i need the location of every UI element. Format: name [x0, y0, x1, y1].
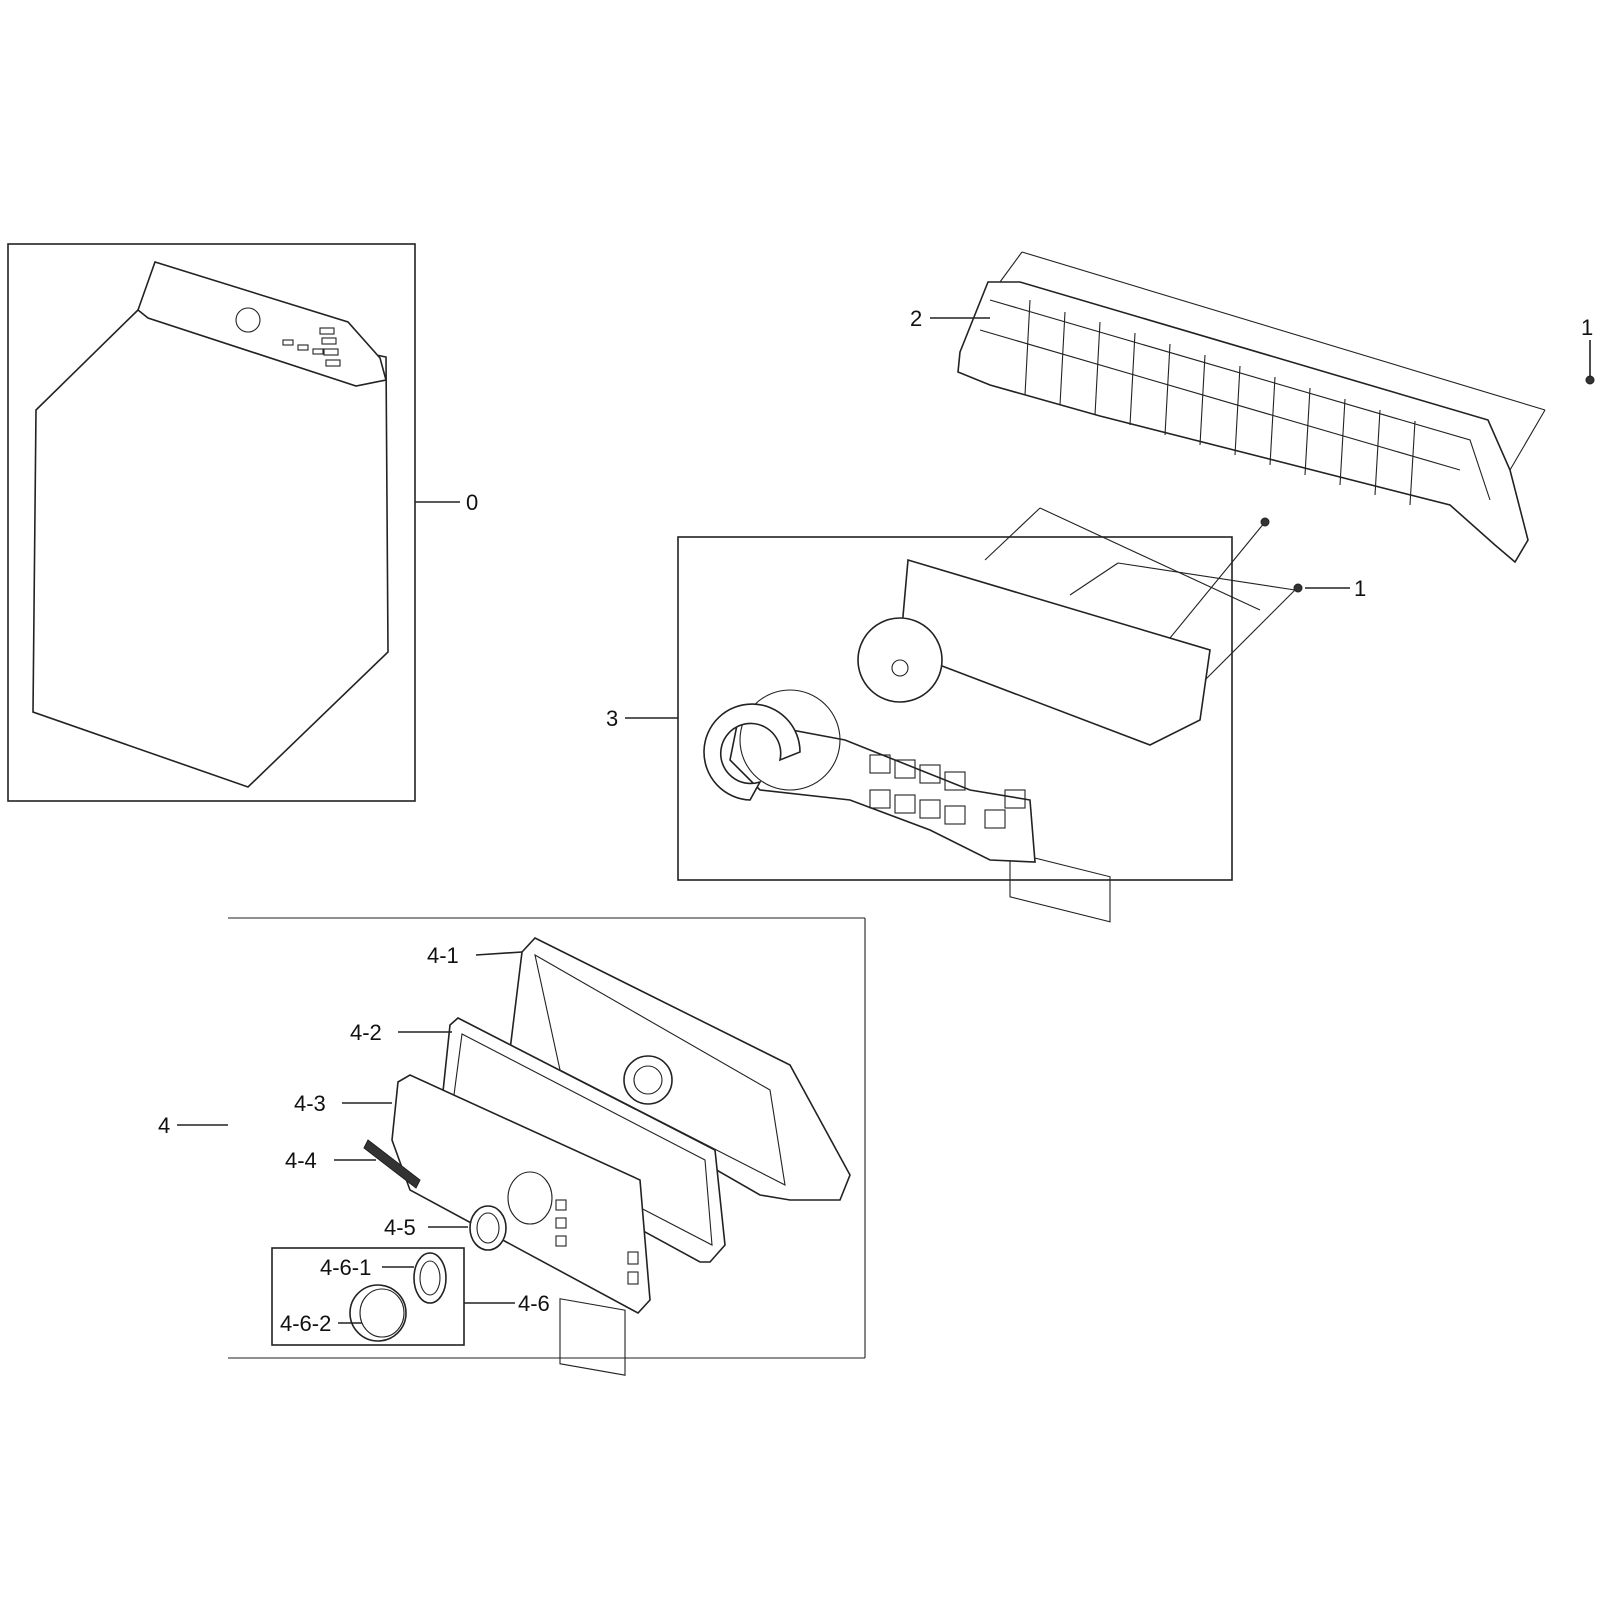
frame-4-6	[271, 1247, 465, 1346]
panel-frame-grid	[1024, 299, 1416, 506]
callout-4: 4	[158, 1113, 170, 1138]
assembly-3-pcb: 1 3	[606, 507, 1366, 923]
screw-guide-c	[1509, 409, 1546, 471]
callout-4-3: 4-3	[294, 1091, 326, 1116]
knob-insert-icon	[413, 1252, 447, 1304]
panel-frame-rail	[989, 299, 1491, 501]
fascia-knob-hole	[507, 1171, 553, 1225]
callout-4-6-1: 4-6-1	[320, 1255, 371, 1280]
leader-4-1	[475, 951, 523, 956]
assembly-4-control-panel: 4 4-1 4	[158, 917, 866, 1376]
pcb-board	[899, 558, 1211, 746]
callout-4-6-2: 4-6-2	[280, 1311, 331, 1336]
pcb-guide-e	[1169, 521, 1266, 639]
cabinet-body	[32, 309, 389, 788]
rear-housing-inner	[534, 953, 786, 1186]
knob-ring-inner	[476, 1212, 500, 1244]
callout-4-4: 4-4	[285, 1148, 317, 1173]
fascia-display	[555, 1199, 639, 1376]
screw-icon-2	[1260, 517, 1270, 527]
pcb-display	[1009, 851, 1111, 923]
rear-knob-icon	[623, 1055, 673, 1105]
callout-1-mid: 1	[1354, 576, 1366, 601]
callout-4-6: 4-6	[518, 1291, 550, 1316]
pcb-guide-a	[984, 507, 1041, 561]
callout-3: 3	[606, 706, 618, 731]
gasket-frame-inner	[451, 1033, 713, 1246]
callout-4-2: 4-2	[350, 1020, 382, 1045]
pcb-guide-b	[1039, 507, 1261, 611]
knob-insert-inner	[419, 1260, 441, 1296]
screw-icon-3	[1293, 583, 1303, 593]
screw-icon	[1585, 375, 1595, 385]
callout-2: 2	[910, 306, 922, 331]
logo-badge-icon	[363, 1139, 421, 1189]
frame-3	[677, 536, 1233, 881]
dial-gear-icon	[703, 703, 801, 801]
screw-guide-a	[1021, 251, 1546, 411]
callout-1-top: 1	[1581, 315, 1593, 340]
pcb-guide-d	[1117, 562, 1296, 591]
control-panel-top	[137, 261, 387, 387]
screw-guide-b	[999, 251, 1023, 283]
panel-frame-outline	[957, 281, 1529, 564]
pcb-guide-f	[1204, 589, 1296, 681]
knob-icon	[235, 307, 261, 333]
frame-0	[7, 243, 416, 802]
knob-cap-inner	[359, 1288, 405, 1338]
pcb-housing	[729, 719, 1036, 863]
panel-buttons	[282, 327, 341, 367]
assembly-2-panel-frame: 1 2	[910, 251, 1595, 564]
housing-cells	[869, 754, 1026, 829]
panel-frame-rail-2	[979, 329, 1461, 471]
panel-front-fascia	[391, 1074, 651, 1314]
encoder-center	[891, 659, 909, 677]
knob-ring-icon	[469, 1205, 507, 1251]
assembly-0-washer: 0	[7, 243, 478, 802]
rear-knob-inner	[633, 1065, 663, 1095]
callout-4-5: 4-5	[384, 1215, 416, 1240]
pcb-guide-c	[1069, 562, 1119, 596]
dial-ring	[739, 689, 841, 791]
callout-4-1: 4-1	[427, 943, 459, 968]
knob-cap-icon	[349, 1284, 407, 1342]
callout-0: 0	[466, 490, 478, 515]
